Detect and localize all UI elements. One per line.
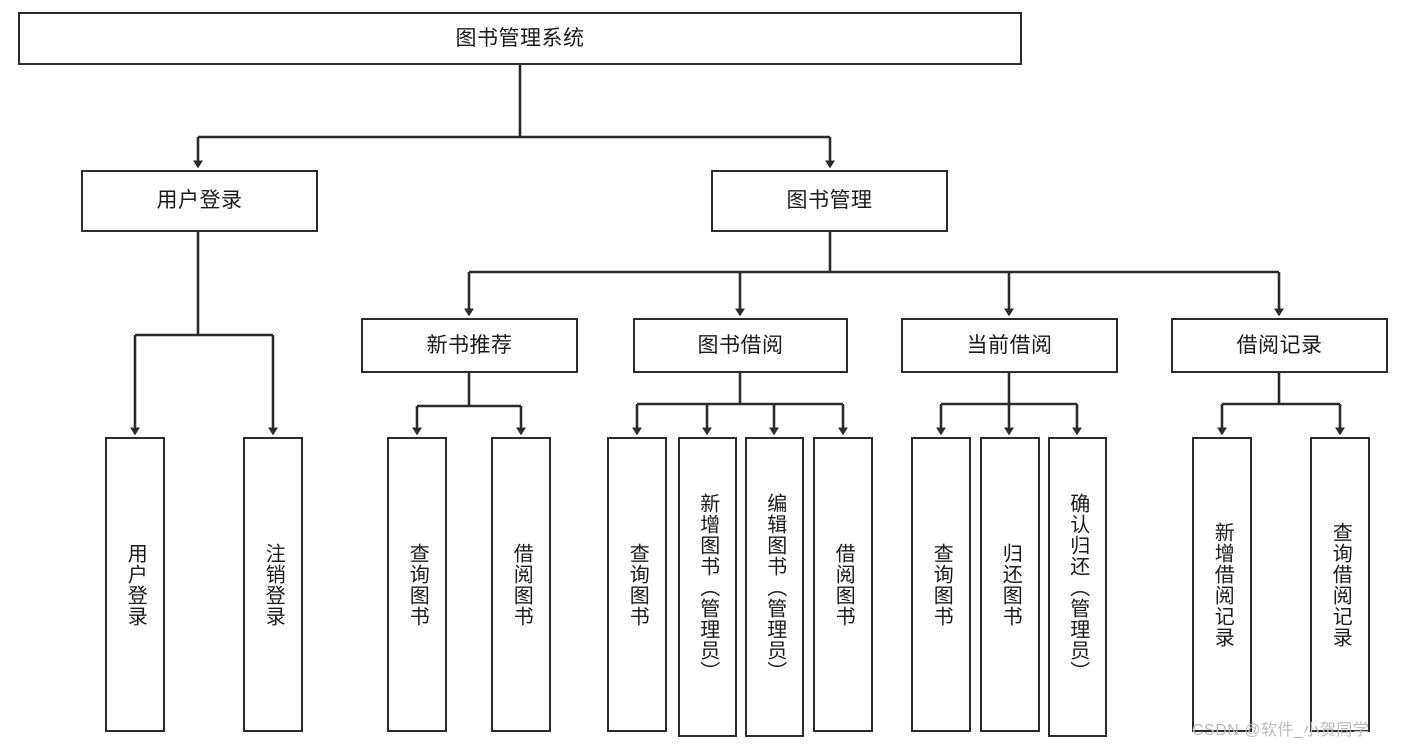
node-leaf-add-book[interactable]: 新增图书（管理员） (678, 437, 737, 737)
node-leaf-return-book[interactable]: 归还图书 (980, 437, 1040, 732)
node-book-borrow[interactable]: 图书借阅 (633, 318, 848, 373)
node-leaf-edit-book[interactable]: 编辑图书（管理员） (745, 437, 804, 737)
node-leaf-user-login-label: 用户登录 (124, 542, 147, 627)
node-leaf-borrow-book-2[interactable]: 借阅图书 (813, 437, 873, 732)
node-leaf-query-book-2[interactable]: 查询图书 (607, 437, 667, 732)
node-leaf-query-book-1[interactable]: 查询图书 (387, 437, 447, 732)
node-borrow-record[interactable]: 借阅记录 (1171, 318, 1388, 373)
node-leaf-query-record[interactable]: 查询借阅记录 (1310, 437, 1370, 732)
node-leaf-confirm-return-label: 确认归还（管理员） (1066, 492, 1089, 682)
node-leaf-query-book-3-label: 查询图书 (930, 542, 953, 627)
node-book-manage[interactable]: 图书管理 (711, 170, 948, 232)
node-leaf-borrow-book-1-label: 借阅图书 (510, 542, 533, 627)
node-leaf-query-book-3[interactable]: 查询图书 (911, 437, 971, 732)
node-leaf-borrow-book-2-label: 借阅图书 (832, 542, 855, 627)
node-leaf-add-record[interactable]: 新增借阅记录 (1192, 437, 1252, 732)
csdn-watermark: CSDN @软件_小贺同学 (1192, 722, 1370, 739)
node-leaf-add-record-label: 新增借阅记录 (1211, 521, 1234, 648)
node-user-login[interactable]: 用户登录 (81, 170, 318, 232)
node-leaf-add-book-label: 新增图书（管理员） (696, 492, 719, 682)
node-leaf-confirm-return[interactable]: 确认归还（管理员） (1048, 437, 1107, 737)
node-leaf-borrow-book-1[interactable]: 借阅图书 (491, 437, 551, 732)
node-leaf-query-book-1-label: 查询图书 (406, 542, 429, 627)
node-root-system[interactable]: 图书管理系统 (18, 12, 1022, 65)
node-leaf-user-login[interactable]: 用户登录 (105, 437, 165, 732)
node-new-book-recommend[interactable]: 新书推荐 (361, 318, 578, 373)
node-current-borrow[interactable]: 当前借阅 (901, 318, 1118, 373)
node-leaf-query-book-2-label: 查询图书 (626, 542, 649, 627)
node-leaf-return-book-label: 归还图书 (999, 542, 1022, 627)
node-leaf-logout-login[interactable]: 注销登录 (243, 437, 303, 732)
node-leaf-query-record-label: 查询借阅记录 (1329, 521, 1352, 648)
node-leaf-logout-login-label: 注销登录 (262, 542, 285, 627)
node-leaf-edit-book-label: 编辑图书（管理员） (763, 492, 786, 682)
